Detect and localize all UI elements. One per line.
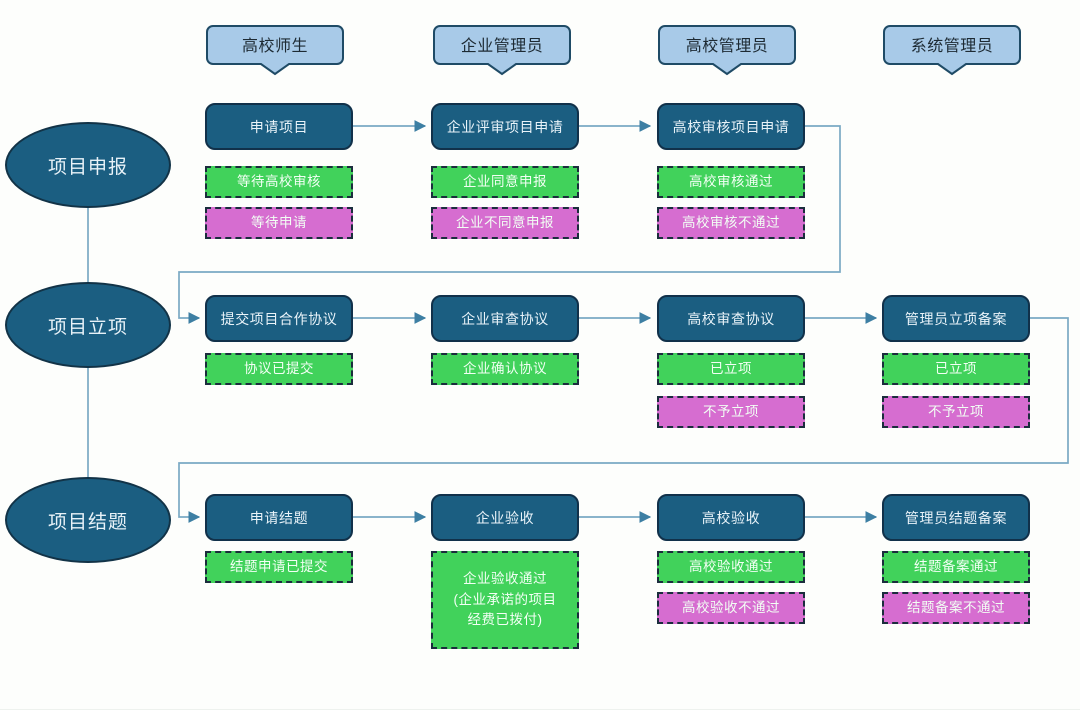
status-label: 高校审核不通过 [682,214,780,230]
status-chip-r3c3-0: 高校验收通过 [657,551,805,583]
speech-bubble-icon [658,25,796,76]
action-box-r3c3[interactable]: 高校验收 [657,494,805,541]
action-box-r2c1[interactable]: 提交项目合作协议 [205,295,353,342]
action-label: 申请项目 [249,118,309,135]
status-label: 不予立项 [703,403,759,419]
status-label: 结题备案不通过 [907,599,1005,615]
status-label: 等待申请 [251,214,307,230]
action-label: 高校验收 [701,509,761,526]
status-chip-r3c4-1: 结题备案不通过 [882,592,1030,624]
action-box-r3c2[interactable]: 企业验收 [431,494,579,541]
action-box-r2c4[interactable]: 管理员立项备案 [882,295,1030,342]
action-box-r2c3[interactable]: 高校审查协议 [657,295,805,342]
role-bubble-2[interactable]: 高校管理员 [657,24,797,76]
status-label: 协议已提交 [244,360,314,376]
status-label: 高校验收不通过 [682,599,780,615]
action-label: 申请结题 [249,509,309,526]
stage-label: 项目申报 [47,156,128,178]
stage-ellipse-0[interactable]: 项目申报 [5,122,171,208]
action-label: 高校审核项目申请 [672,118,790,135]
status-chip-r2c3-0: 已立项 [657,353,805,385]
status-label: 企业验收通过 (企业承诺的项目 经费已拨付) [453,570,557,628]
role-bubble-0[interactable]: 高校师生 [205,24,345,76]
stage-label: 项目结题 [47,511,128,533]
speech-bubble-icon [433,25,571,76]
status-label: 已立项 [935,360,977,376]
status-label: 等待高校审核 [237,173,321,189]
role-bubble-3[interactable]: 系统管理员 [882,24,1022,76]
status-chip-r3c3-1: 高校验收不通过 [657,592,805,624]
action-label: 管理员立项备案 [904,310,1008,327]
action-box-r1c1[interactable]: 申请项目 [205,103,353,150]
status-label: 结题申请已提交 [230,558,328,574]
status-chip-r2c1-0: 协议已提交 [205,353,353,385]
action-box-r2c2[interactable]: 企业审查协议 [431,295,579,342]
status-chip-r2c2-0: 企业确认协议 [431,353,579,385]
action-label: 企业验收 [475,509,535,526]
speech-bubble-icon [206,25,344,76]
status-label: 结题备案通过 [914,558,998,574]
stage-ellipse-2[interactable]: 项目结题 [5,477,171,563]
status-chip-r1c1-0: 等待高校审核 [205,166,353,198]
status-chip-r1c3-0: 高校审核通过 [657,166,805,198]
status-label: 企业不同意申报 [456,214,554,230]
action-label: 企业审查协议 [461,310,549,327]
status-label: 企业确认协议 [463,360,547,376]
stage-ellipse-1[interactable]: 项目立项 [5,282,171,368]
role-label: 高校管理员 [685,38,769,55]
action-box-r1c2[interactable]: 企业评审项目申请 [431,103,579,150]
status-label: 高校审核通过 [689,173,773,189]
action-label: 提交项目合作协议 [220,310,338,327]
action-label: 企业评审项目申请 [446,118,564,135]
status-label: 企业同意申报 [463,173,547,189]
action-label: 高校审查协议 [687,310,775,327]
action-box-r1c3[interactable]: 高校审核项目申请 [657,103,805,150]
stage-label: 项目立项 [47,316,128,338]
role-bubble-1[interactable]: 企业管理员 [432,24,572,76]
status-chip-r1c2-1: 企业不同意申报 [431,207,579,239]
status-chip-r3c2-0: 企业验收通过 (企业承诺的项目 经费已拨付) [431,551,579,649]
role-label: 系统管理员 [910,38,994,55]
status-label: 高校验收通过 [689,558,773,574]
status-label: 不予立项 [928,403,984,419]
status-chip-r3c4-0: 结题备案通过 [882,551,1030,583]
action-box-r3c1[interactable]: 申请结题 [205,494,353,541]
action-label: 管理员结题备案 [904,509,1008,526]
status-chip-r2c4-1: 不予立项 [882,396,1030,428]
role-label: 企业管理员 [460,38,544,55]
status-chip-r2c4-0: 已立项 [882,353,1030,385]
status-label: 已立项 [710,360,752,376]
status-chip-r2c3-1: 不予立项 [657,396,805,428]
speech-bubble-icon [883,25,1021,76]
action-box-r3c4[interactable]: 管理员结题备案 [882,494,1030,541]
status-chip-r3c1-0: 结题申请已提交 [205,551,353,583]
role-label: 高校师生 [241,38,308,55]
status-chip-r1c2-0: 企业同意申报 [431,166,579,198]
status-chip-r1c3-1: 高校审核不通过 [657,207,805,239]
status-chip-r1c1-1: 等待申请 [205,207,353,239]
